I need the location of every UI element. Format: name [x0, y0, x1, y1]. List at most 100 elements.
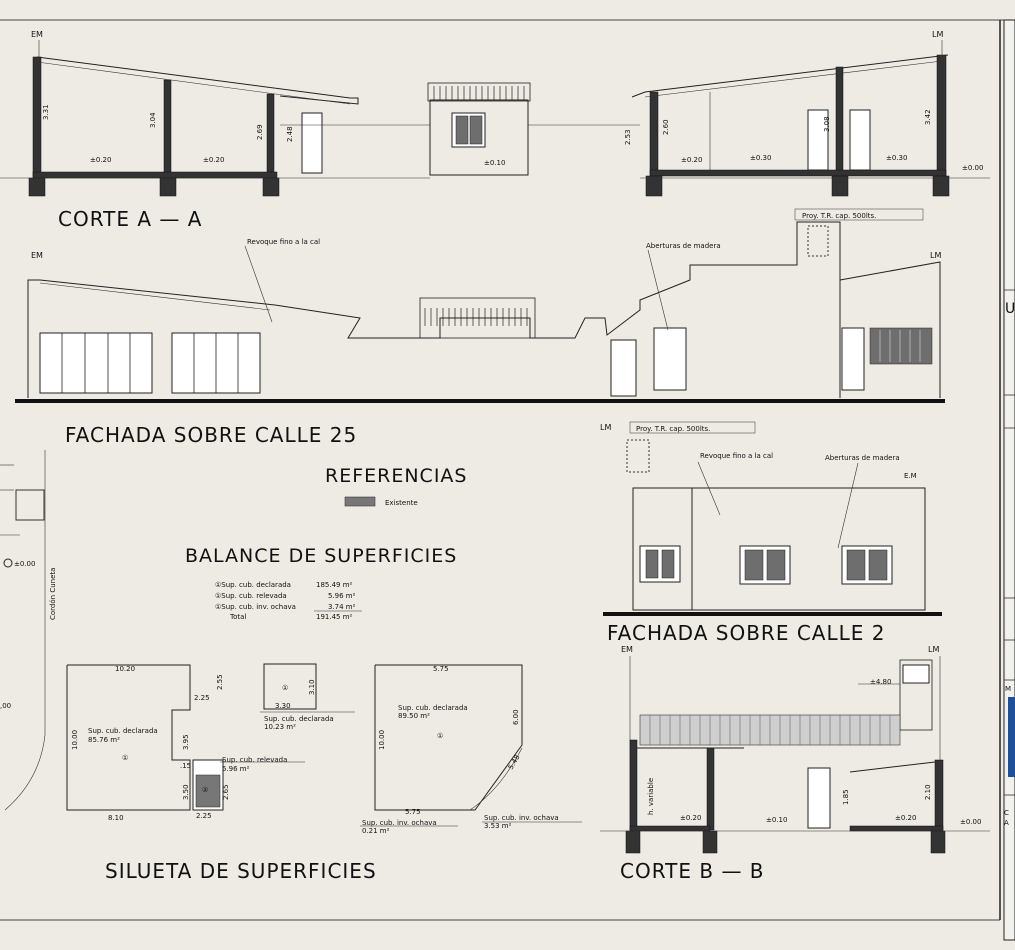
corte-aa-wall [266, 93, 275, 178]
fachada-calle-2: LM Proy. T.R. cap. 500lts. Revoque fino … [600, 421, 942, 645]
corte-aa-slab-left [32, 171, 278, 179]
referencias-block: REFERENCIAS Existente [325, 465, 467, 507]
title-block-c: C [1004, 809, 1009, 817]
corte-bb-em-label: EM [621, 645, 633, 654]
corte-bb-lm-label: LM [928, 645, 939, 654]
silueta-dim: 8.10 [108, 814, 124, 822]
fachada2-lm-label: LM [600, 423, 611, 432]
corte-aa-footing [262, 177, 280, 197]
fachada25-eave [39, 282, 271, 311]
corte-aa-wall [32, 56, 42, 178]
corte-aa-roof-right [631, 54, 949, 98]
plan-dim: ,00 [0, 702, 11, 710]
silueta-area-b [374, 664, 523, 811]
fachada25-lm-label: LM [930, 251, 941, 260]
corte-aa-dim: 3.08 [823, 116, 831, 132]
fachada2-window-glass [766, 549, 786, 581]
corte-bb-section: EM LM ±4.80 h. variable 1.85 2.10 ±0.20 … [600, 645, 990, 883]
fachada2-window-glass [868, 549, 888, 581]
silueta-dim: 10.00 [71, 730, 79, 750]
fachada25-note-aberturas: Aberturas de madera [646, 242, 721, 250]
corte-aa-section: EM LM [0, 30, 990, 231]
silueta-title: SILUETA DE SUPERFICIES [105, 859, 377, 883]
fachada2-em-label: E.M [904, 472, 917, 480]
corte-aa-window-glass [469, 115, 483, 145]
corte-aa-window-glass [455, 115, 469, 145]
corte-aa-slab-right [649, 169, 947, 177]
title-block-a: A [1004, 819, 1009, 827]
silueta-dim: 2.25 [194, 694, 210, 702]
title-block-lines [1004, 289, 1015, 796]
level-mark: ±0.00 [962, 164, 983, 172]
level-mark: ±0.00 [960, 818, 981, 826]
silueta-b-decl-v: 89.50 m² [398, 712, 430, 720]
corte-bb-wall [934, 759, 944, 831]
silueta-a-rel-v: 5.96 m² [222, 765, 250, 773]
title-block-blue-stamp [1008, 697, 1015, 777]
corte-bb-tank-detail [902, 664, 930, 684]
corte-bb-footing [702, 830, 718, 854]
title-block-m: M [1005, 685, 1011, 693]
corte-bb-wall [629, 739, 638, 831]
corte-aa-wall [936, 54, 947, 178]
fachada25-leader [647, 249, 669, 331]
corte-aa-lm-label: LM [932, 30, 943, 39]
corte-aa-ceiling-left [36, 61, 351, 105]
plan-curve [4, 734, 46, 811]
balance-row-label: Total [229, 613, 246, 621]
silueta-area-relevada-hatch [195, 774, 221, 808]
fachada25-em-label: EM [31, 251, 43, 260]
balance-row-value: 5.96 m² [328, 592, 356, 600]
plan-cordon-label: Cordón Cuneta [49, 568, 57, 620]
plan-level: ±0.00 [14, 560, 35, 568]
fachada2-note-revoque: Revoque fino a la cal [700, 452, 773, 460]
level-mark: ±0.20 [680, 814, 701, 822]
silueta-b-ochava1: Sup. cub. inv. ochava [362, 819, 437, 827]
silueta-dim: 3.95 [182, 734, 190, 750]
title-block-strip [1003, 19, 1015, 941]
corte-aa-door [849, 109, 871, 171]
level-mark: ±0.10 [484, 159, 505, 167]
corte-aa-pergola [427, 82, 531, 102]
silueta-dim: 10.00 [378, 730, 386, 750]
corte-aa-dim: 2.53 [624, 129, 632, 145]
level-mark: ±0.30 [750, 154, 771, 162]
silueta-b-ochava2-v: 3.53 m² [484, 822, 512, 830]
level-mark: ±0.10 [766, 816, 787, 824]
level-mark: ±0.20 [90, 156, 111, 164]
fachada2-outline [632, 487, 926, 611]
silueta-a-decl-v: 85.76 m² [88, 736, 120, 744]
corte-bb-wall [706, 747, 715, 831]
silueta-dim: 5.75 [405, 808, 421, 816]
corte-aa-dim: 2.69 [256, 124, 264, 140]
corte-bb-roof-slats [649, 715, 891, 745]
silueta-marker: ① [437, 732, 443, 740]
fachada25-note-tanque: Proy. T.R. cap. 500lts. [802, 212, 876, 220]
silueta-a-decl2: Sup. cub. declarada [264, 715, 334, 723]
corte-bb-dim: 2.10 [924, 784, 932, 800]
fachada25-door [841, 327, 865, 391]
silueta-dim: 10.20 [115, 665, 135, 673]
fachada2-note-tanque: Proy. T.R. cap. 500lts. [636, 425, 710, 433]
fachada2-leader [837, 462, 859, 549]
corte-bb-slab [629, 825, 711, 832]
corte-bb-hvar: h. variable [647, 778, 655, 815]
silueta-a-rel: Sup. cub. relevada [222, 756, 287, 764]
fachada2-tank-projection [626, 439, 650, 473]
corte-aa-dimensions: 3.31 3.04 2.69 2.48 2.53 2.60 3.08 3.42 [42, 104, 932, 145]
fachada25-window [39, 332, 153, 394]
fachada25-pergola-slats [424, 308, 528, 326]
corte-aa-dim: 2.60 [662, 119, 670, 135]
balance-block: BALANCE DE SUPERFICIES ①Sup. cub. declar… [185, 545, 456, 621]
corte-aa-wall [649, 91, 659, 178]
corte-aa-ceiling-right [644, 60, 943, 98]
fachada25-window-existing-lines [879, 330, 921, 362]
fachada25-leader [244, 245, 273, 323]
silueta-a-decl2-v: 10.23 m² [264, 723, 296, 731]
corte-bb-door [807, 767, 831, 829]
silueta-b-decl: Sup. cub. declarada [398, 704, 468, 712]
fachada25-pergola [419, 297, 536, 339]
silueta-dim: 3.30 [275, 702, 291, 710]
silueta-b-ochava1-v: 0.21 m² [362, 827, 390, 835]
